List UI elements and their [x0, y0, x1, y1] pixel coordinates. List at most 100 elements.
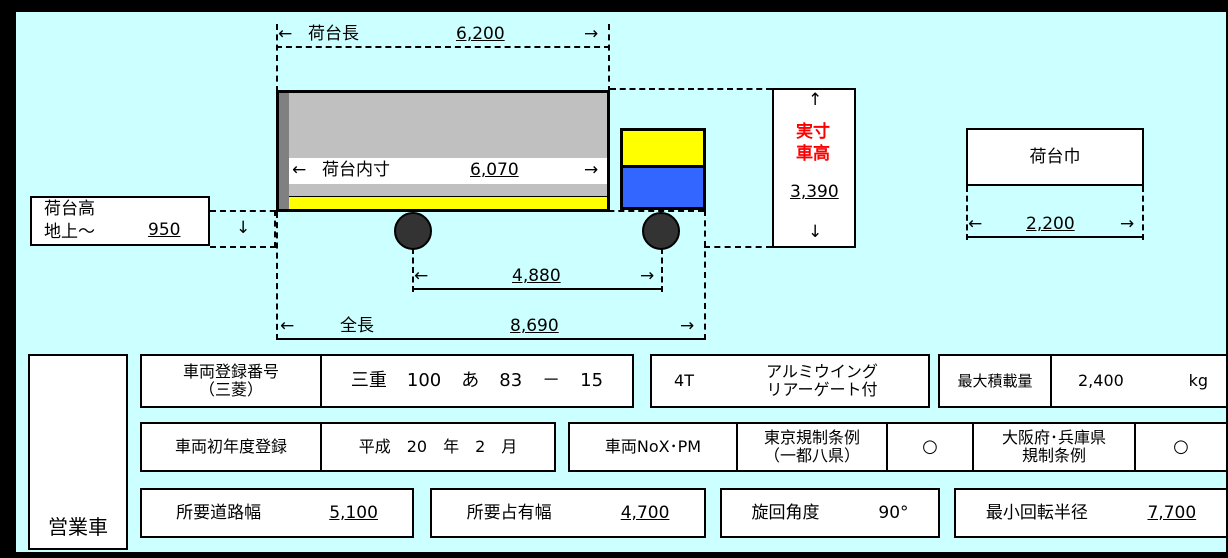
first-reg-box: 車両初年度登録 平成 20 年 2 月: [140, 422, 556, 472]
tokyo-value: ○: [922, 436, 938, 458]
chassis-line: [210, 210, 704, 212]
reg-num2: 15: [580, 370, 604, 392]
max-load-label-cell: 最大積載量: [940, 356, 1050, 406]
occupy-width-label: 所要占有幅: [466, 502, 552, 523]
bed-length-label: 荷台長: [308, 24, 359, 44]
actual-height-value: 3,390: [790, 182, 839, 202]
wheelbase-arrow-left: ←: [414, 266, 429, 286]
tokyo-label-1: 東京規制条例: [763, 428, 860, 448]
reg-label-1: 車両登録番号: [182, 362, 279, 382]
tokyo-label-2: （一都八県）: [763, 446, 860, 465]
bed-height-box: [30, 196, 210, 246]
month: 2: [475, 437, 486, 457]
bed-length-arrow-left: ←: [278, 24, 293, 44]
bed-length-value: 6,200: [456, 24, 505, 44]
osaka-value-cell: ○: [1134, 424, 1226, 470]
height-top-line: [610, 88, 772, 90]
bed-length-arrow-right: →: [584, 24, 599, 44]
road-width-value: 5,100: [329, 502, 378, 523]
reg-dash: －: [542, 370, 561, 392]
reg-num1: 83: [499, 370, 523, 392]
bed-width-ext-left: [966, 186, 968, 240]
body-type-2: リアーゲート付: [766, 380, 878, 399]
reg-label-cell: 車両登録番号 （三菱）: [142, 356, 320, 406]
reg-number-cell: 三重 100 あ 83 － 15: [320, 356, 632, 406]
min-radius-box: 最小回転半径 7,700: [954, 488, 1226, 538]
reg-pref: 三重: [350, 370, 387, 392]
bed-inner-value: 6,070: [470, 160, 519, 180]
osaka-label-1: 大阪府･兵庫県: [1001, 428, 1106, 448]
min-radius-label: 最小回転半径: [985, 502, 1088, 523]
wheelbase-ext-left: [412, 248, 414, 292]
height-bottom-line: [704, 246, 772, 248]
occupy-width-value: 4,700: [620, 502, 670, 523]
year: 20: [406, 437, 428, 457]
turn-angle-box: 旋回角度 90°: [720, 488, 940, 538]
cab-window: [620, 128, 706, 168]
total-length-ext-right: [704, 210, 706, 340]
total-length-arrow-left: ←: [280, 316, 295, 336]
year-unit: 年: [443, 437, 460, 457]
body-type-1: アルミウイング: [766, 362, 878, 382]
max-load-box: 最大積載量 2,400 kg: [938, 354, 1226, 408]
bed-length-ext-left: [276, 24, 278, 92]
wheelbase-value: 4,880: [512, 266, 561, 286]
nox-label-cell: 車両NoX･PM: [570, 424, 736, 470]
actual-height-label-1: 実寸: [796, 122, 830, 142]
bed-height-arrow: ↓: [236, 218, 251, 238]
tonnage-cell: 4T: [652, 356, 716, 406]
bed-length-dim-line: [276, 46, 610, 48]
max-load-value: 2,400: [1078, 371, 1124, 391]
cab-lower: [620, 165, 706, 210]
category-box: 営業車: [28, 354, 128, 550]
first-reg-label-cell: 車両初年度登録: [142, 424, 320, 470]
first-reg-date-cell: 平成 20 年 2 月: [320, 424, 554, 470]
total-length-value: 8,690: [510, 316, 559, 336]
total-length-ext-left: [276, 212, 278, 340]
bed-height-label-1: 荷台高: [44, 199, 95, 219]
bed-width-arrow-left: ←: [968, 214, 983, 234]
ground-line: [210, 246, 276, 248]
tokyo-label-cell: 東京規制条例 （一都八県）: [736, 424, 886, 470]
era: 平成: [358, 437, 391, 457]
bed-width-box: 荷台巾: [966, 128, 1144, 186]
reg-class: 100: [406, 370, 442, 392]
total-length-arrow-right: →: [680, 316, 695, 336]
max-load-unit: kg: [1188, 371, 1208, 391]
tokyo-value-cell: ○: [886, 424, 972, 470]
spec-sheet: ← 荷台長 6,200 → ← 荷台内寸 6,070 → 荷台高 地上～ 950…: [14, 10, 1228, 554]
cargo-body: [276, 90, 610, 212]
bed-width-value: 2,200: [1026, 214, 1075, 234]
wheelbase-ext-right: [661, 248, 663, 292]
tonnage-value: 4T: [674, 371, 694, 391]
bed-floor: [289, 196, 607, 209]
body-type-cell: アルミウイング リアーゲート付: [716, 356, 928, 406]
osaka-label-cell: 大阪府･兵庫県 規制条例: [972, 424, 1134, 470]
bed-width-dim-line: [968, 236, 1142, 238]
bed-height-label-2: 地上～: [44, 222, 95, 242]
occupy-width-box: 所要占有幅 4,700: [430, 488, 706, 538]
bed-inner-label: 荷台内寸: [322, 160, 390, 180]
wheelbase-arrow-right: →: [640, 266, 655, 286]
wheelbase-dim-line: [414, 288, 661, 290]
nox-label: 車両NoX･PM: [604, 437, 702, 457]
road-width-label: 所要道路幅: [176, 502, 262, 523]
actual-height-box: [772, 88, 856, 248]
bed-length-ext-right: [608, 24, 610, 92]
bed-width-ext-right: [1142, 186, 1144, 240]
osaka-value: ○: [1173, 436, 1189, 458]
front-wheel: [642, 212, 680, 250]
total-length-label: 全長: [340, 316, 374, 336]
road-width-box: 所要道路幅 5,100: [140, 488, 414, 538]
category-label: 営業車: [48, 515, 108, 539]
actual-height-arrow-down: ↓: [808, 222, 823, 242]
bed-height-ext: [274, 210, 276, 248]
actual-height-arrow-up: ↑: [808, 90, 823, 110]
reg-label-2: （三菱）: [198, 380, 263, 399]
cargo-front-wall: [279, 93, 289, 209]
month-unit: 月: [501, 437, 518, 457]
bed-width-label: 荷台巾: [1029, 146, 1081, 167]
bed-inner-arrow-left: ←: [292, 160, 307, 180]
max-load-label: 最大積載量: [957, 371, 1033, 390]
first-reg-label: 車両初年度登録: [174, 437, 287, 457]
